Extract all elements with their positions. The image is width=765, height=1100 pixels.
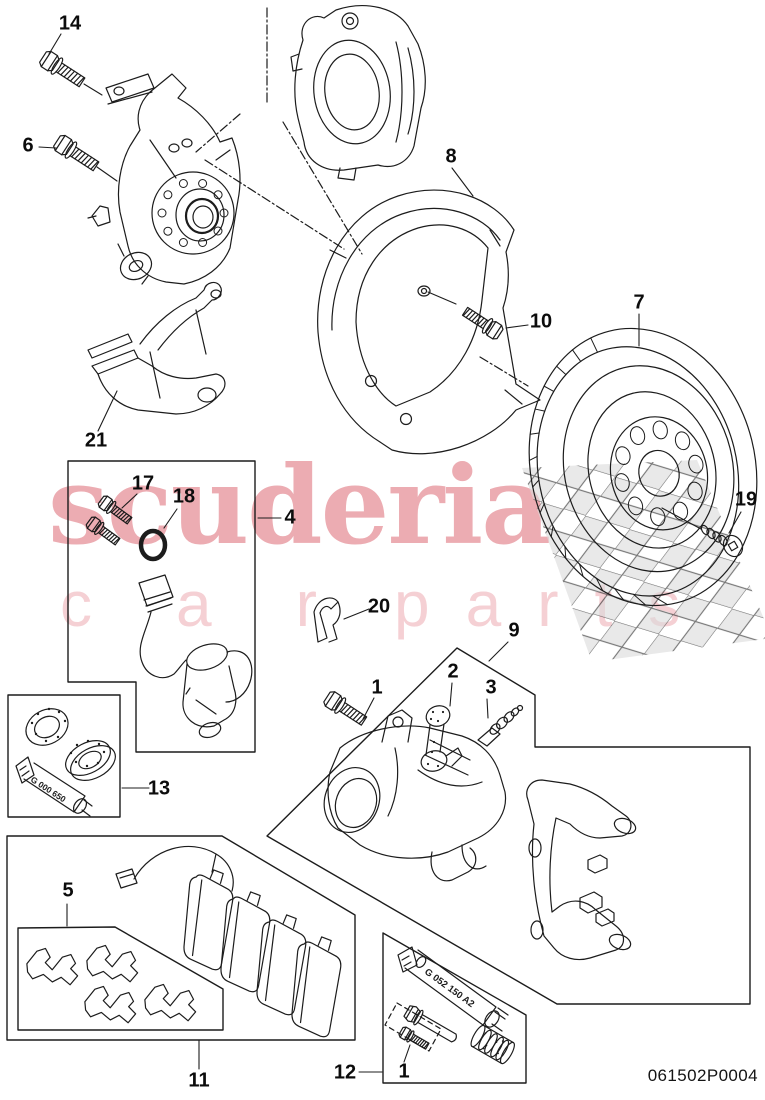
- callout-18[interactable]: 18: [172, 485, 196, 508]
- group-boxes: [7, 461, 750, 1083]
- box-bearing-kit: [8, 695, 120, 817]
- box-repair-kit: [383, 933, 526, 1083]
- box-pad-clips: [18, 927, 223, 1030]
- centerlines: [196, 8, 528, 386]
- box-caliper-assembly: [267, 648, 750, 1004]
- callout-1-upper[interactable]: 1: [371, 676, 383, 699]
- callout-17[interactable]: 17: [131, 472, 155, 495]
- callout-4[interactable]: 4: [284, 506, 296, 529]
- callout-10[interactable]: 10: [529, 310, 553, 333]
- callout-7[interactable]: 7: [633, 291, 645, 314]
- bolt-6-drawing: [51, 132, 102, 175]
- caliper-carrier-drawing: [527, 780, 638, 960]
- actuator-sensor-drawing: [139, 575, 252, 740]
- callout-8[interactable]: 8: [445, 145, 457, 168]
- watermark-checkered-flag: [522, 460, 765, 662]
- watermark-car-text: car: [60, 568, 401, 640]
- retaining-bracket-drawing: [88, 283, 225, 414]
- callout-11[interactable]: 11: [188, 1069, 210, 1092]
- bleeder-valve-3-drawing: [478, 706, 523, 747]
- callout-5[interactable]: 5: [62, 879, 74, 902]
- box-brake-pads: [7, 836, 355, 1040]
- callout-14[interactable]: 14: [58, 12, 82, 35]
- bolt-10-drawing: [459, 303, 506, 342]
- wear-sensor-wire: [134, 846, 233, 891]
- callout-20[interactable]: 20: [367, 595, 391, 618]
- disc-bolt-holes: [603, 413, 715, 533]
- lever-2-drawing: [419, 702, 462, 774]
- callout-2[interactable]: 2: [447, 660, 459, 683]
- callout-6[interactable]: 6: [22, 134, 34, 157]
- bolt-14-drawing: [37, 48, 88, 91]
- leader-lines: [39, 34, 741, 1072]
- callout-13[interactable]: 13: [147, 777, 171, 800]
- bolt-1-upper-drawing: [321, 688, 370, 730]
- disc-vent-hatching: [501, 336, 667, 630]
- brake-caliper-drawing: [291, 6, 425, 180]
- splash-shield-drawing: [318, 190, 540, 454]
- wheel-bearing-housing-drawing: [88, 74, 240, 285]
- grease-tube-small-label: G 000 650: [29, 774, 68, 804]
- o-ring-18-drawing: [141, 531, 165, 559]
- pad-clips-drawing: [25, 943, 199, 1024]
- callout-3[interactable]: 3: [485, 676, 497, 699]
- callout-9[interactable]: 9: [508, 619, 520, 642]
- retaining-clip-20-drawing: [314, 598, 340, 642]
- repair-kit-drawing: G 052 150 A2: [385, 947, 517, 1065]
- callout-19[interactable]: 19: [734, 488, 758, 511]
- bearing-kit-drawing: G 000 650: [16, 707, 121, 816]
- brake-pads-drawing: [116, 846, 345, 1037]
- socket-bolts-17-drawing: [84, 493, 135, 548]
- box-speed-sensor: [68, 461, 255, 752]
- caliper-housing-drawing: [315, 710, 505, 881]
- brake-disc-drawing: [500, 304, 765, 630]
- bolt-1-lower-drawing: [397, 1025, 431, 1052]
- watermark-brand-text: scuderia: [48, 443, 551, 569]
- guide-boot-drawing: [469, 1024, 517, 1066]
- callout-12[interactable]: 12: [333, 1061, 357, 1084]
- callout-21[interactable]: 21: [84, 429, 108, 452]
- callout-1-lower[interactable]: 1: [398, 1060, 410, 1083]
- drawing-code: 061502P0004: [647, 1066, 758, 1085]
- bolt-19-drawing: [700, 524, 746, 560]
